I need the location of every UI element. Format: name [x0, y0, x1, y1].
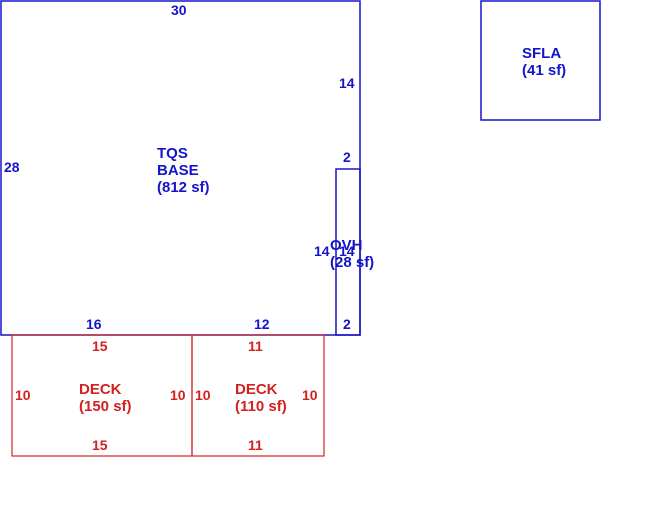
- sfla-area-text: (41 sf): [522, 62, 566, 79]
- ovh-label: OVH: [330, 237, 363, 254]
- dim-deck-2-bottom: 11: [248, 437, 263, 453]
- deck-2-area-text: (110 sf): [235, 398, 287, 415]
- dim-deck-1-left: 10: [15, 387, 31, 403]
- dim-base-top: 30: [171, 2, 187, 18]
- dim-deck-2-right: 10: [302, 387, 318, 403]
- base-area-text: (812 sf): [157, 179, 210, 196]
- ovh-area-outline[interactable]: [335, 168, 361, 336]
- deck-2-label: DECK: [235, 381, 278, 398]
- deck-1-area-text: (150 sf): [79, 398, 132, 415]
- base-label-line1: TQS: [157, 145, 188, 162]
- dim-ovh-bottom: 2: [343, 316, 351, 332]
- dim-deck-2-left: 10: [195, 387, 211, 403]
- dim-ovh-top: 2: [343, 149, 351, 165]
- dim-base-right-upper: 14: [339, 75, 355, 91]
- dim-deck-1-top: 15: [92, 338, 108, 354]
- dim-base-bottom-right: 12: [254, 316, 270, 332]
- dim-ovh-left: 14: [314, 243, 330, 259]
- ovh-area-text: (28 sf): [330, 254, 374, 271]
- base-label-line2: BASE: [157, 162, 199, 179]
- sfla-area-outline[interactable]: [480, 0, 601, 121]
- deck-1-label: DECK: [79, 381, 122, 398]
- dim-base-left: 28: [4, 159, 20, 175]
- dim-deck-2-top: 11: [248, 338, 263, 354]
- dim-base-bottom-left: 16: [86, 316, 102, 332]
- deck-2-outline[interactable]: [191, 334, 325, 457]
- dim-deck-1-right: 10: [170, 387, 186, 403]
- sfla-label: SFLA: [522, 45, 561, 62]
- dim-ovh-right: 14: [339, 243, 355, 259]
- dim-deck-1-bottom: 15: [92, 437, 108, 453]
